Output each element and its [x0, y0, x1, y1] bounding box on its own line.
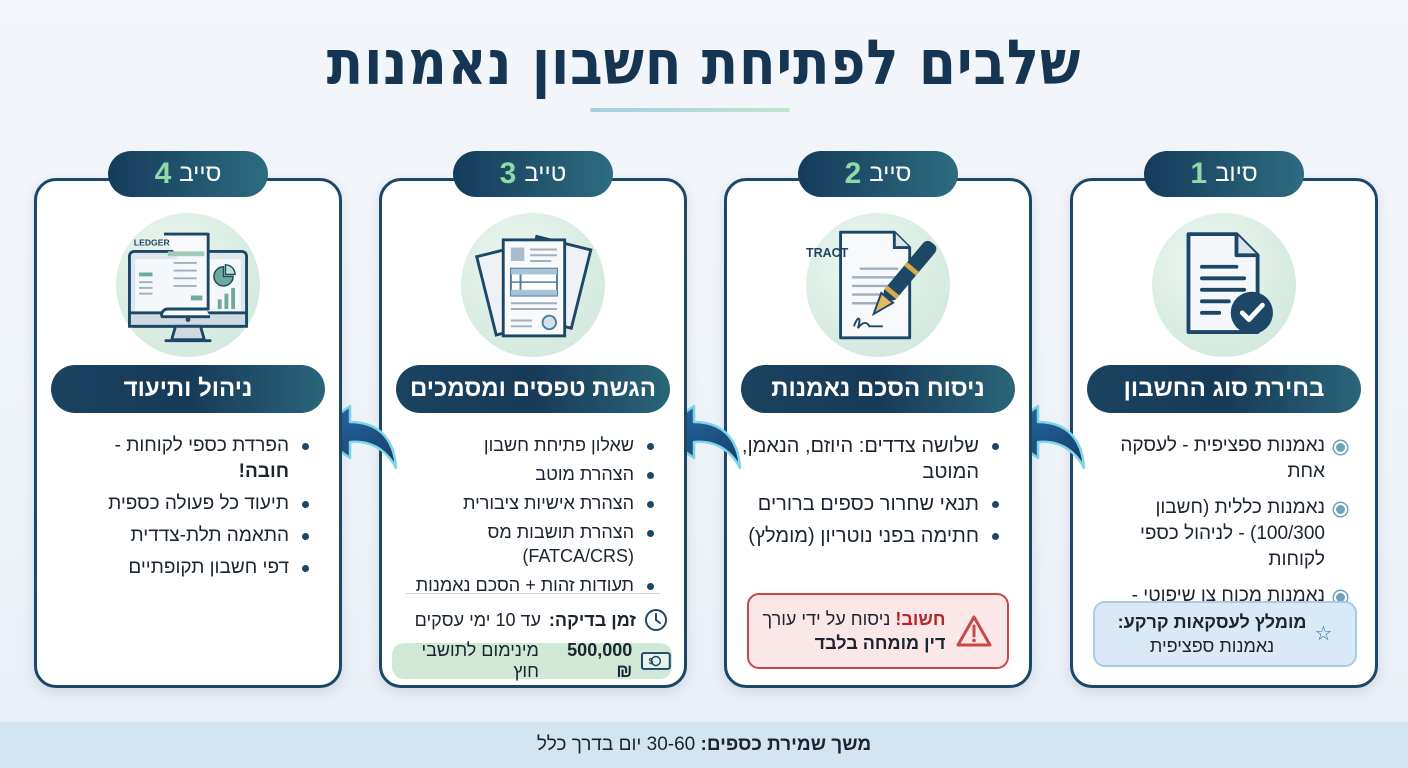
step-label: טייב [524, 160, 567, 187]
step-heading: הגשת טפסים ומסמכים [396, 365, 670, 413]
step-bullets: שלושה צדדים: היוזם, הנאמן, המוטב תנאי שח… [741, 433, 1001, 555]
list-item: נאמנות כללית (חשבון 100/300) - לניהול כס… [1087, 495, 1347, 573]
ledger-monitor-icon: LEDGER [116, 213, 260, 357]
step-card-1: 1 סיוב בחירת סוג החשבון נאמנות ספציפית -… [1070, 151, 1378, 688]
step-heading: ניהול ותיעוד [51, 365, 325, 413]
page-title: שלבים לפתיחת חשבון נאמנות [326, 26, 1082, 99]
list-item: נאמנות ספציפית - לעסקה אחת [1087, 433, 1347, 485]
step-badge-1: 1 סיוב [1144, 151, 1304, 197]
list-item: דפי חשבון תקופתיים [51, 555, 311, 581]
list-item: הפרדת כספי לקוחות - חובה! [51, 433, 311, 485]
recommendation-note: ☆ מומלץ לעסקאות קרקע: נאמנות ספציפית [1093, 601, 1357, 667]
step-number: 2 [844, 157, 862, 190]
amount-text: מינימום לתושבי חוץ [421, 640, 539, 681]
list-item: חתימה בפני נוטריון (מומלץ) [741, 523, 1001, 549]
minimum-amount: $ 500,000 ₪ מינימום לתושבי חוץ [392, 640, 672, 681]
step-badge-4: 4 סייב [108, 151, 268, 197]
document-check-icon [1152, 213, 1296, 357]
note-text: נאמנות ספציפית [1149, 636, 1275, 656]
divider [406, 593, 660, 594]
step-card-2: 2 סייב CONTRACT ניסוח הסכם נאמנות שלושה … [724, 151, 1032, 688]
title-underline [590, 108, 790, 112]
warning-note: חשוב! ניסוח על ידי עורך דין מומחה בלבד [747, 593, 1009, 669]
ledger-label: LEDGER [134, 238, 171, 248]
list-item: תעודות זהות + הסכם נאמנות [396, 573, 656, 597]
footer-banner: משך שמירת כספים: 30-60 יום בדרך כלל [0, 722, 1408, 768]
note-title: מומלץ לעסקאות קרקע: [1117, 612, 1307, 632]
svg-text:$: $ [649, 657, 654, 666]
step-badge-2: 2 סייב [798, 151, 958, 197]
footer-label: משך שמירת כספים: [700, 734, 872, 755]
list-item: תנאי שחרור כספים ברורים [741, 491, 1001, 517]
step-number: 3 [499, 157, 517, 190]
review-value: עד 10 ימי עסקים [414, 609, 541, 630]
review-time: זמן בדיקה: עד 10 ימי עסקים [398, 603, 668, 637]
step-label: סייב [869, 160, 912, 187]
review-label: זמן בדיקה: [548, 609, 636, 630]
star-icon: ☆ [1314, 623, 1333, 645]
step-label: סיוב [1215, 160, 1258, 187]
list-item: הצהרת מוטב [396, 462, 656, 486]
contract-label: CONTRACT [806, 246, 849, 260]
warning-triangle-icon [956, 615, 992, 647]
list-item: הצהרת אישיות ציבורית [396, 491, 656, 515]
step-label: סייב [179, 160, 222, 187]
step-bullets: הפרדת כספי לקוחות - חובה! תיעוד כל פעולה… [51, 433, 311, 587]
step-badge-3: 3 טייב [453, 151, 613, 197]
warning-bold: דין מומחה בלבד [814, 633, 946, 653]
amount-value: 500,000 ₪ [567, 640, 633, 681]
step-heading: ניסוח הסכם נאמנות [741, 365, 1015, 413]
step-card-4: 4 סייב LEDGER נ [34, 151, 342, 688]
step-number: 4 [154, 157, 172, 190]
list-item: שאלון פתיחת חשבון [396, 433, 656, 457]
forms-stack-icon [461, 213, 605, 357]
list-item: התאמה תלת-צדדית [51, 523, 311, 549]
contract-pen-icon: CONTRACT [806, 213, 950, 357]
warning-label: חשוב! [895, 609, 946, 629]
list-item: תיעוד כל פעולה כספית [51, 491, 311, 517]
warning-text: ניסוח על ידי עורך [762, 609, 891, 629]
money-bill-icon: $ [641, 652, 672, 670]
list-item: שלושה צדדים: היוזם, הנאמן, המוטב [741, 433, 1001, 485]
list-item: הצהרת תושבות מס (FATCA/CRS) [396, 520, 656, 568]
footer-text: 30-60 יום בדרך כלל [536, 734, 696, 755]
step-card-3: 3 טייב הגשת טפסים ומסמכים שאלון פתיחת חש… [379, 151, 687, 688]
step-heading: בחירת סוג החשבון [1087, 365, 1361, 413]
clock-icon [645, 609, 667, 631]
step-number: 1 [1190, 157, 1208, 190]
step-bullets: שאלון פתיחת חשבון הצהרת מוטב הצהרת אישיו… [396, 433, 656, 602]
